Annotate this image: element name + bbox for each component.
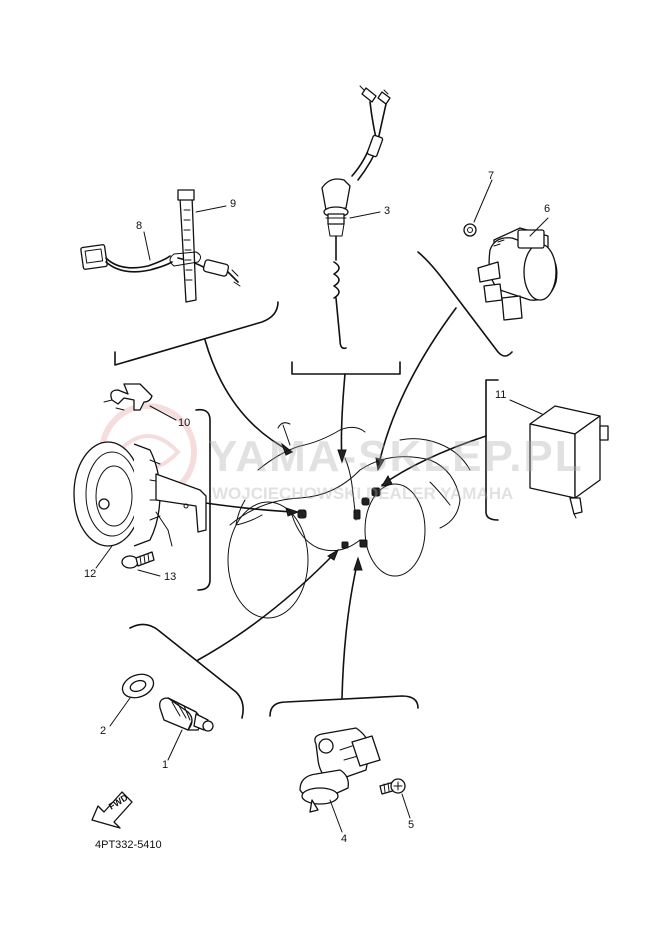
leader-1: [167, 729, 183, 761]
leader-bottom-center-group: [341, 559, 359, 699]
leader-5: [401, 793, 411, 819]
frame-top-left: [114, 301, 279, 366]
leader-top-right-group: [377, 307, 457, 469]
frame-left: [195, 408, 211, 591]
frame-top-right: [417, 251, 513, 357]
leader-3: [349, 211, 381, 219]
clamp-part: [103, 383, 153, 411]
diagram-part-code: 4PT332-5410: [95, 839, 162, 851]
callout-number: 1: [162, 759, 169, 771]
relay-part: [463, 223, 558, 321]
leader-9: [195, 205, 227, 213]
callout-number: 8: [136, 220, 143, 232]
callout-number: 12: [84, 568, 97, 580]
leader-6: [529, 217, 549, 237]
arrow-head: [380, 474, 393, 487]
bolt-part: [121, 551, 155, 569]
leader-12: [95, 545, 113, 569]
leader-10: [149, 405, 177, 421]
callout-number: 13: [164, 571, 177, 583]
flasher-relay-part: [529, 405, 609, 519]
frame-right: [485, 379, 499, 521]
sensor-part: [299, 727, 381, 813]
motorcycle-outline: [227, 422, 471, 619]
arrow-head: [280, 442, 293, 456]
callout-number: 3: [384, 205, 391, 217]
callout-number: 7: [488, 170, 495, 182]
callout-number: 10: [178, 417, 191, 429]
leader-8: [143, 231, 151, 261]
switch-with-cable-part: [321, 85, 391, 350]
arrow-head: [327, 548, 340, 561]
washer-part: [121, 673, 155, 699]
leader-7: [473, 179, 493, 223]
leader-2: [109, 697, 131, 727]
arrow-head: [337, 449, 347, 464]
frame-top-center: [291, 361, 401, 375]
leader-13: [137, 569, 161, 577]
arrow-head: [353, 556, 363, 571]
watermark-subtitle: WOJCIECHOWSKI DEALER YAMAHA: [212, 484, 514, 503]
horn-part: [73, 441, 207, 547]
neutral-switch-part: [159, 697, 214, 732]
leader-4: [329, 799, 343, 833]
cable-tie-part: [169, 189, 202, 303]
harness-lead-part: [80, 244, 241, 287]
screw-part: [379, 778, 406, 795]
leader-11: [509, 399, 543, 415]
callout-number: 5: [408, 819, 415, 831]
frame-bottom-center: [269, 695, 419, 717]
watermark-title: YAMA-SKLEP.PL: [208, 432, 584, 481]
callout-number: 2: [100, 725, 107, 737]
callout-number: 11: [495, 389, 507, 401]
frame-bottom-left: [129, 623, 244, 719]
leader-left-group: [204, 339, 293, 453]
callout-number: 6: [544, 203, 551, 215]
forward-arrow-icon: [91, 791, 133, 829]
callout-number: 9: [230, 198, 237, 210]
callout-number: 4: [341, 833, 348, 845]
leader-bottom-left-group: [197, 551, 337, 661]
